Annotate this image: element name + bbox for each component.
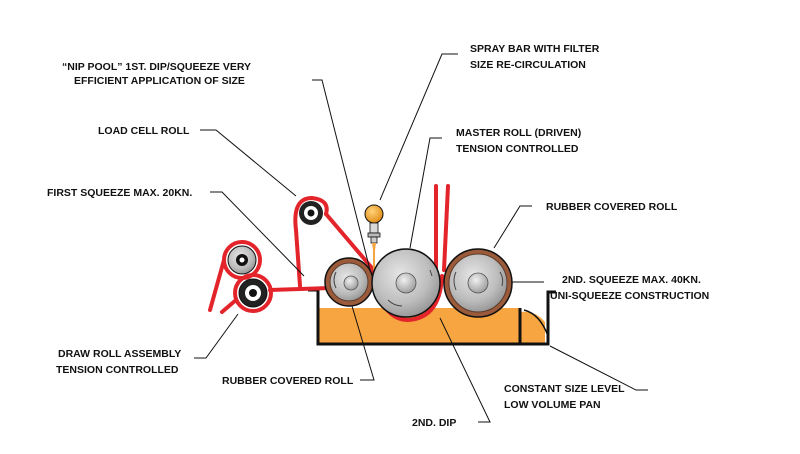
leader-lines xyxy=(194,53,648,423)
yarn-exit-left xyxy=(208,258,226,312)
label-master-roll-line2: TENSION CONTROLLED xyxy=(456,143,579,155)
label-rubber-covered-roll-top: RUBBER COVERED ROLL xyxy=(546,201,678,213)
labels: “NIP POOL” 1ST. DIP/SQUEEZE VERY EFFICIE… xyxy=(47,43,709,429)
label-second-squeeze-line2: UNI-SQUEEZE CONSTRUCTION xyxy=(550,290,709,302)
label-rubber-covered-roll-bottom: RUBBER COVERED ROLL xyxy=(222,375,354,387)
label-spray-bar-line2: SIZE RE-CIRCULATION xyxy=(470,59,586,71)
label-first-squeeze: FIRST SQUEEZE MAX. 20KN. xyxy=(47,187,192,199)
label-load-cell-roll: LOAD CELL ROLL xyxy=(98,125,190,137)
label-spray-bar-line1: SPRAY BAR WITH FILTER xyxy=(470,43,600,55)
first-squeeze-roll xyxy=(324,257,374,307)
spray-bar xyxy=(364,204,384,270)
draw-roll-lower xyxy=(238,278,268,308)
yarn-wrap-draw-lower xyxy=(233,273,273,313)
yarn-to-nip xyxy=(324,212,374,270)
label-nip-pool-line1: “NIP POOL” 1ST. DIP/SQUEEZE VERY xyxy=(62,61,251,73)
label-draw-roll-line2: TENSION CONTROLLED xyxy=(56,364,179,376)
draw-roll-upper xyxy=(227,245,257,275)
label-draw-roll-line1: DRAW ROLL ASSEMBLY xyxy=(58,348,181,360)
yarn-loadcell-down xyxy=(294,228,302,288)
label-constant-level-line2: LOW VOLUME PAN xyxy=(504,399,601,411)
yarn-exit-left-2 xyxy=(220,298,238,314)
second-squeeze-roll xyxy=(443,248,513,318)
size-pan xyxy=(308,288,556,346)
label-constant-level-line1: CONSTANT SIZE LEVEL xyxy=(504,383,625,395)
spray-ball xyxy=(364,204,384,224)
yarn-exit-up-2 xyxy=(442,184,450,272)
yarn-wrap-load-cell xyxy=(293,196,329,232)
size-liquid xyxy=(318,308,545,344)
yarn-draw-to-squeeze xyxy=(268,286,332,292)
master-roll xyxy=(371,248,441,318)
load-cell-roll xyxy=(299,201,323,225)
label-nip-pool-line2: EFFICIENT APPLICATION OF SIZE xyxy=(74,75,245,87)
label-second-dip: 2ND. DIP xyxy=(412,417,456,429)
label-second-squeeze-line1: 2ND. SQUEEZE MAX. 40KN. xyxy=(562,274,701,286)
label-master-roll-line1: MASTER ROLL (DRIVEN) xyxy=(456,127,581,139)
